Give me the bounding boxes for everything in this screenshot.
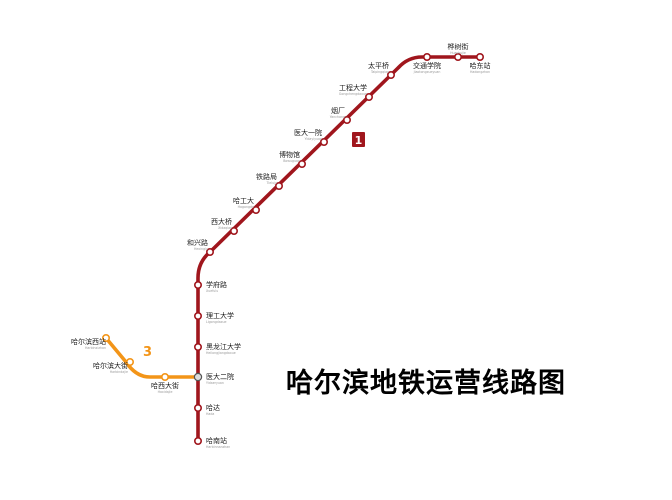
station-name: 医大二院 [206,372,234,381]
station-pinyin: Hadongzhan [470,70,490,74]
station-name: 哈工大 [233,196,254,205]
station-name: 桦树街 [448,42,469,51]
station-marker [161,372,170,381]
station-pinyin: Harbinxizhan [85,346,106,350]
station-pinyin: Taipingqiao [370,70,389,74]
station-pinyin: Ligongdaxue [206,320,227,324]
station-marker [194,436,203,445]
station-name: 西大桥 [211,217,232,226]
transfer-station-marker [193,372,203,382]
station-marker [364,93,373,102]
map-title: 哈尔滨地铁运营线路图 [286,368,566,399]
station-pinyin: Xidaqiao [218,226,232,230]
station-pinyin: Yidayiyuan [305,137,322,141]
station-name: 博物馆 [279,150,300,159]
station-marker [274,182,283,191]
station-marker [206,248,215,257]
station-name: 黑龙江大学 [206,342,241,351]
station-name: 理工大学 [206,311,234,320]
station-marker [126,357,135,366]
station-marker [252,206,261,215]
station-marker [453,52,462,61]
station-name: 太平桥 [368,61,389,70]
station-pinyin: Hada [206,412,214,416]
station-pinyin: Hagongda [238,205,254,209]
station-name: 交通学院 [413,61,441,70]
station-marker [194,280,203,289]
station-pinyin: Gongchengdaxue [339,92,367,96]
station-name: 学府路 [206,280,227,289]
station-pinyin: Hexinglu [194,247,208,251]
station-name: 哈西大街 [151,381,179,390]
station-marker [297,160,306,169]
line-3-badge-number: 3 [143,345,152,360]
station-pinyin: Haxidajie [158,390,173,394]
station-name: 哈达 [206,403,220,412]
station-name: 哈尔滨西站 [71,337,106,346]
station-pinyin: Yanchang [330,115,345,119]
station-pinyin: Xuefulu [206,289,218,293]
station-pinyin: Huashujie [450,51,466,55]
station-pinyin: Harbindajie [110,370,128,374]
station-pinyin: Heilongjiangdaxue [206,351,236,355]
station-pinyin: Jiaotongxueyuan [413,70,441,74]
station-marker [194,311,203,320]
station-marker [342,116,351,125]
station-name: 哈南站 [206,436,227,445]
line-1-badge-number: 1 [355,134,363,147]
station-marker [386,71,395,80]
station-marker [422,52,431,61]
station-marker [230,227,239,236]
station-name: 哈尔滨大街 [93,361,128,370]
station-pinyin: Harbinnanzhan [206,445,230,449]
line-3-badge: 3 [141,342,154,360]
station-name: 和兴路 [187,238,208,247]
station-name: 工程大学 [339,83,367,92]
station-pinyin: Tieluju [265,181,277,185]
line-1-badge: 1 [352,132,365,147]
station-marker [475,52,484,61]
station-name: 铁路局 [256,172,277,181]
station-marker [102,333,111,342]
station-marker [194,342,203,351]
station-marker [194,403,203,412]
station-pinyin: Bowuguan [283,159,300,163]
line-1-track [196,55,482,443]
station-name: 烟厂 [331,106,345,115]
station-name: 哈东站 [470,61,491,70]
station-name: 医大一院 [294,128,322,137]
station-pinyin: Yidaeryuan [206,381,224,385]
station-marker [319,138,328,147]
